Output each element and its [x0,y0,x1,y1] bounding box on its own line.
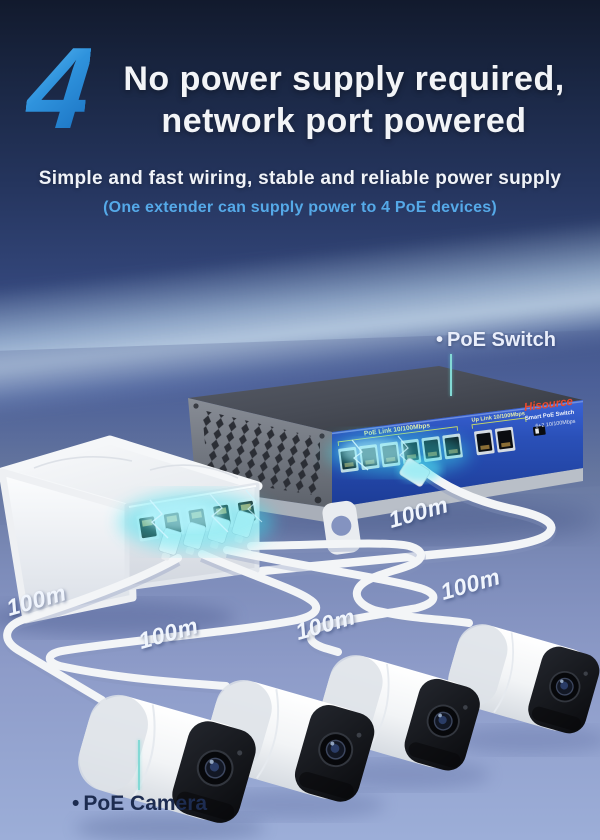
switch-spec: 6+2 10/100Mbps [535,419,576,430]
title-line-2: network port powered [161,102,527,140]
poe-camera-label-text: PoE Camera [83,792,208,815]
switch-port-8 [494,426,516,453]
switch-top-face [188,366,583,432]
switch-port-7 [473,429,495,456]
bullet-dot: • [72,792,80,815]
bullet-dot: • [436,329,444,351]
camera-4-cable [247,539,473,627]
energy-spark [245,489,263,523]
title-line-1: No power supply required, [123,60,565,98]
poe-switch-label: •PoE Switch [436,329,556,352]
camera-1-cable [3,554,182,704]
step-number: 4 [21,23,94,153]
uplink-port-bracket [471,417,527,429]
energy-spark [149,499,169,539]
camera-3-cable [223,546,438,656]
camera-2-cable [45,550,321,690]
poe-camera-pointer-line [138,740,140,790]
energy-spark [397,435,413,467]
energy-spark [209,493,229,533]
poe-switch-label-text: PoE Switch [447,329,556,351]
poe-camera-label: •PoE Camera [72,792,207,816]
extender-front-face [0,468,137,624]
energy-spark [351,439,369,471]
uplink-ethernet-cable [257,463,556,576]
note-text: (One extender can supply power to 4 PoE … [103,199,497,216]
poe-switch-pointer-line [450,354,452,396]
subtitle: Simple and fast wiring, stable and relia… [38,168,562,189]
page-title: No power supply required, network port p… [98,58,590,142]
